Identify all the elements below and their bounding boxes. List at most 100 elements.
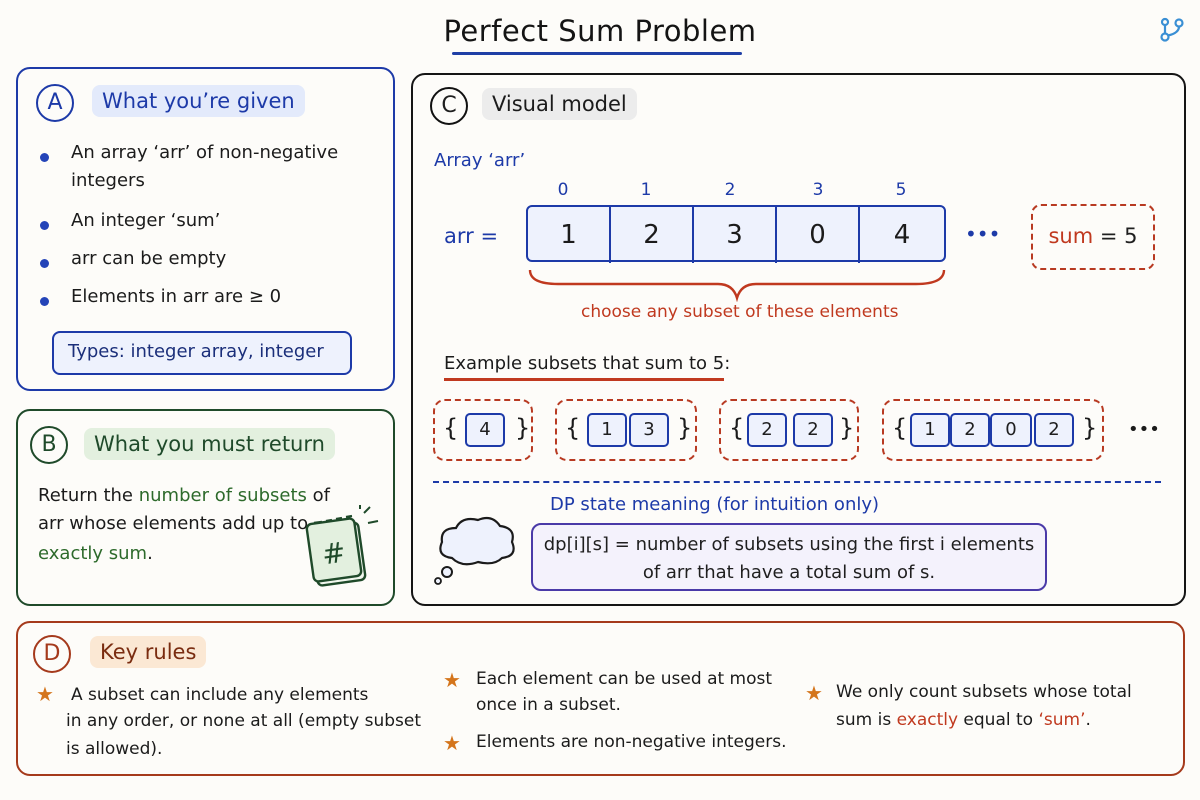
array-cell: 0 — [777, 207, 860, 263]
rule-4-sum: ‘sum’ — [1038, 710, 1086, 730]
calculator-hash-icon: # — [305, 505, 379, 587]
types-box: Types: integer array, integer — [52, 331, 352, 375]
bullet-dot — [40, 221, 49, 230]
sum-word: sum — [1048, 224, 1094, 248]
dp-line-2: of arr that have a total sum of s. — [642, 562, 936, 583]
return-highlight: exactly sum — [38, 543, 148, 564]
star-icon: ★ — [443, 668, 461, 692]
array-cell: 3 — [694, 207, 777, 263]
rule-4-text: . — [1085, 710, 1091, 730]
label-given: What you’re given — [92, 85, 305, 117]
bullet-dot — [40, 259, 49, 268]
array-box: 1 2 3 0 4 — [526, 205, 946, 263]
brace-open: { — [565, 414, 581, 442]
array-cell: 4 — [893, 220, 911, 250]
label-visual: Visual model — [482, 88, 637, 120]
badge-a: A — [36, 84, 74, 122]
brace-open: { — [892, 414, 908, 442]
subset-cell: 2 — [793, 413, 833, 447]
hash-glyph: # — [320, 536, 348, 572]
thought-cloud-icon — [434, 516, 515, 585]
brace-close: } — [515, 414, 531, 442]
return-text: Return the — [38, 485, 133, 506]
return-line-3: exactly sum. — [38, 540, 153, 568]
subset-cell: 3 — [629, 413, 669, 447]
brace-caption: choose any subset of these elements — [581, 302, 899, 322]
return-text: . — [147, 543, 153, 564]
brace-close: } — [839, 414, 855, 442]
brace-close: } — [677, 414, 693, 442]
given-item-3: arr can be empty — [71, 248, 227, 269]
star-icon: ★ — [443, 731, 461, 755]
sum-value: = 5 — [1093, 224, 1138, 248]
dp-box: dp[i][s] = number of subsets using the f… — [531, 523, 1047, 591]
subsets-ellipsis: ••• — [1128, 419, 1160, 440]
badge-b: B — [30, 426, 68, 464]
subset-cell: 1 — [587, 413, 627, 447]
rule-1-line-1: A subset can include any elements — [71, 685, 369, 705]
array-ellipsis: ••• — [965, 222, 1001, 246]
index-label: 0 — [557, 180, 569, 200]
rule-4-line-2: sum is exactly equal to ‘sum’. — [836, 706, 1091, 734]
rule-4-highlight: exactly — [896, 710, 959, 730]
rule-1-line-3: is allowed). — [66, 739, 163, 759]
return-highlight: number of subsets — [138, 485, 307, 506]
index-label: 3 — [812, 180, 824, 200]
subset-cell: 2 — [747, 413, 787, 447]
badge-c: C — [430, 87, 468, 125]
rule-3: Elements are non-negative integers. — [476, 732, 787, 752]
given-item-2: An integer ‘sum’ — [71, 210, 221, 231]
branch-icon — [1160, 17, 1184, 42]
subset-cell: 1 — [910, 413, 950, 447]
dp-title: DP state meaning (for intuition only) — [550, 494, 880, 515]
return-line-1: Return the number of subsets of — [38, 482, 330, 510]
subset-example-3: { 2 2 } — [719, 399, 859, 461]
subset-example-2: { 1 3 } — [555, 399, 697, 461]
arr-label: arr = — [444, 224, 499, 248]
section-divider — [433, 481, 1161, 483]
subset-cell: 2 — [1034, 413, 1074, 447]
subsets-underline — [444, 378, 724, 381]
title-underline — [452, 52, 742, 55]
rule-1-line-2: in any order, or none at all (empty subs… — [66, 711, 422, 731]
brace-open: { — [729, 414, 745, 442]
bullet-dot — [40, 153, 49, 162]
return-line-2: arr whose elements add up to — [38, 513, 309, 534]
brace-open: { — [443, 414, 459, 442]
array-cell: 2 — [611, 207, 694, 263]
bullet-dot — [40, 297, 49, 306]
star-icon: ★ — [36, 682, 54, 706]
badge-d: D — [33, 635, 71, 673]
index-label: 2 — [724, 180, 736, 200]
panel-visual — [411, 73, 1186, 606]
index-label: 5 — [895, 180, 907, 200]
return-text: of — [312, 485, 330, 506]
subset-cell: 4 — [465, 413, 505, 447]
subset-cell: 0 — [990, 413, 1032, 447]
rule-4-text: sum is — [836, 710, 897, 730]
subset-example-4: { 1 2 0 2 } — [882, 399, 1104, 461]
label-return: What you must return — [84, 428, 335, 460]
dp-line-1: dp[i][s] = number of subsets using the f… — [543, 534, 1035, 555]
given-item-1: An array ‘arr’ of non-negative — [71, 142, 339, 163]
subset-example-1: { 4 } — [433, 399, 533, 461]
given-item-4: Elements in arr are ≥ 0 — [71, 286, 282, 307]
brace-close: } — [1082, 414, 1098, 442]
star-icon: ★ — [805, 681, 823, 705]
index-label: 1 — [640, 180, 652, 200]
label-rules: Key rules — [90, 636, 207, 668]
subsets-title: Example subsets that sum to 5: — [444, 353, 731, 374]
array-title: Array ‘arr’ — [434, 150, 526, 171]
panel-given — [16, 67, 395, 391]
rule-4-text: equal to — [958, 710, 1039, 730]
panel-return — [16, 409, 395, 606]
rule-2-line-2: once in a subset. — [476, 695, 621, 715]
rule-4-line-1: We only count subsets whose total — [836, 682, 1132, 702]
sum-box: sum = 5 — [1031, 204, 1155, 270]
array-cell: 1 — [528, 207, 611, 263]
rule-2-line-1: Each element can be used at most — [476, 669, 773, 689]
panel-rules — [16, 621, 1185, 776]
brace-icon — [528, 269, 946, 302]
given-item-1-cont: integers — [71, 170, 145, 191]
subset-cell: 2 — [950, 413, 990, 447]
